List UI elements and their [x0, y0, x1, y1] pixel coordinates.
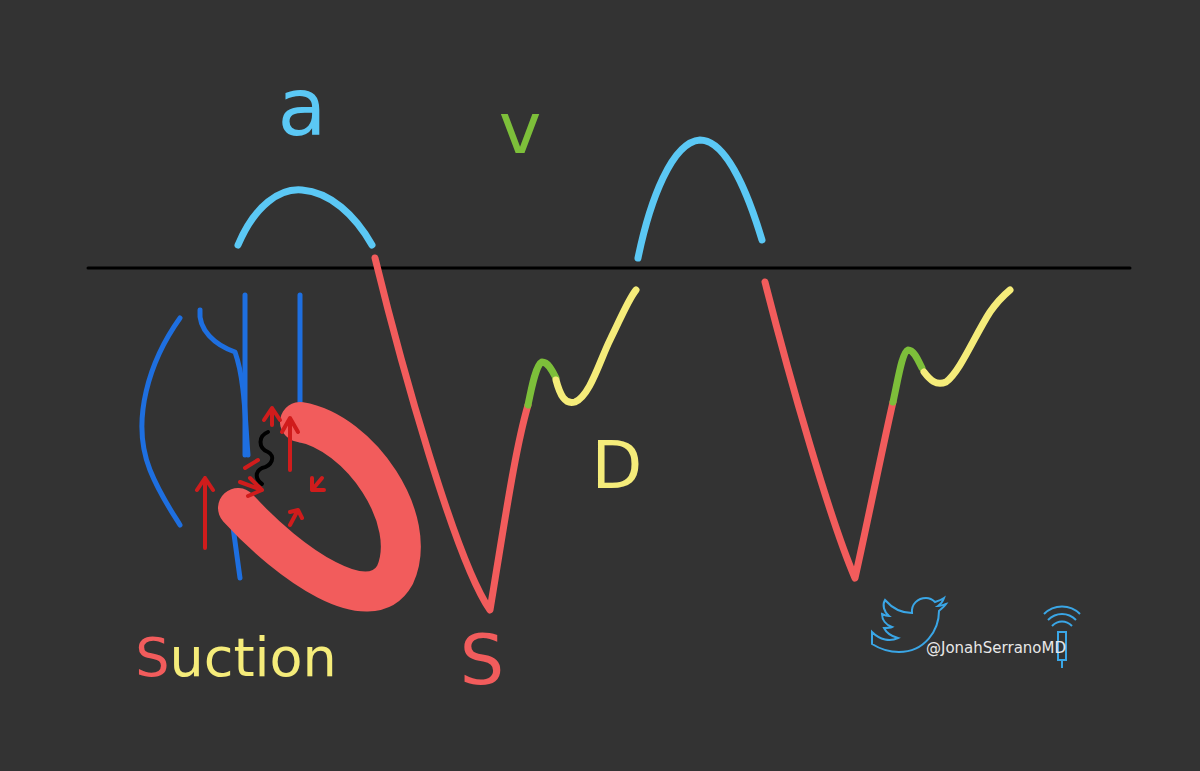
flow-arrows — [197, 408, 324, 548]
s-wave — [765, 282, 893, 578]
wave-label: D — [592, 433, 643, 499]
v-wave — [528, 362, 556, 405]
watermark: @JonahSerranoMD — [926, 641, 1066, 656]
valve-squiggle — [257, 432, 273, 484]
caption-label: Suction — [135, 631, 337, 685]
wave-label: v — [499, 92, 542, 164]
d-wave — [924, 290, 1010, 383]
v-wave — [893, 350, 922, 402]
wave-label: a — [277, 68, 326, 148]
probe-icon — [1044, 607, 1080, 669]
baseline — [88, 267, 1130, 270]
d-wave — [556, 290, 636, 403]
a-wave — [638, 140, 762, 258]
ventricle-shape — [238, 422, 401, 592]
a-wave — [238, 190, 372, 245]
wave-label: S — [460, 625, 504, 695]
s-wave — [375, 258, 528, 610]
